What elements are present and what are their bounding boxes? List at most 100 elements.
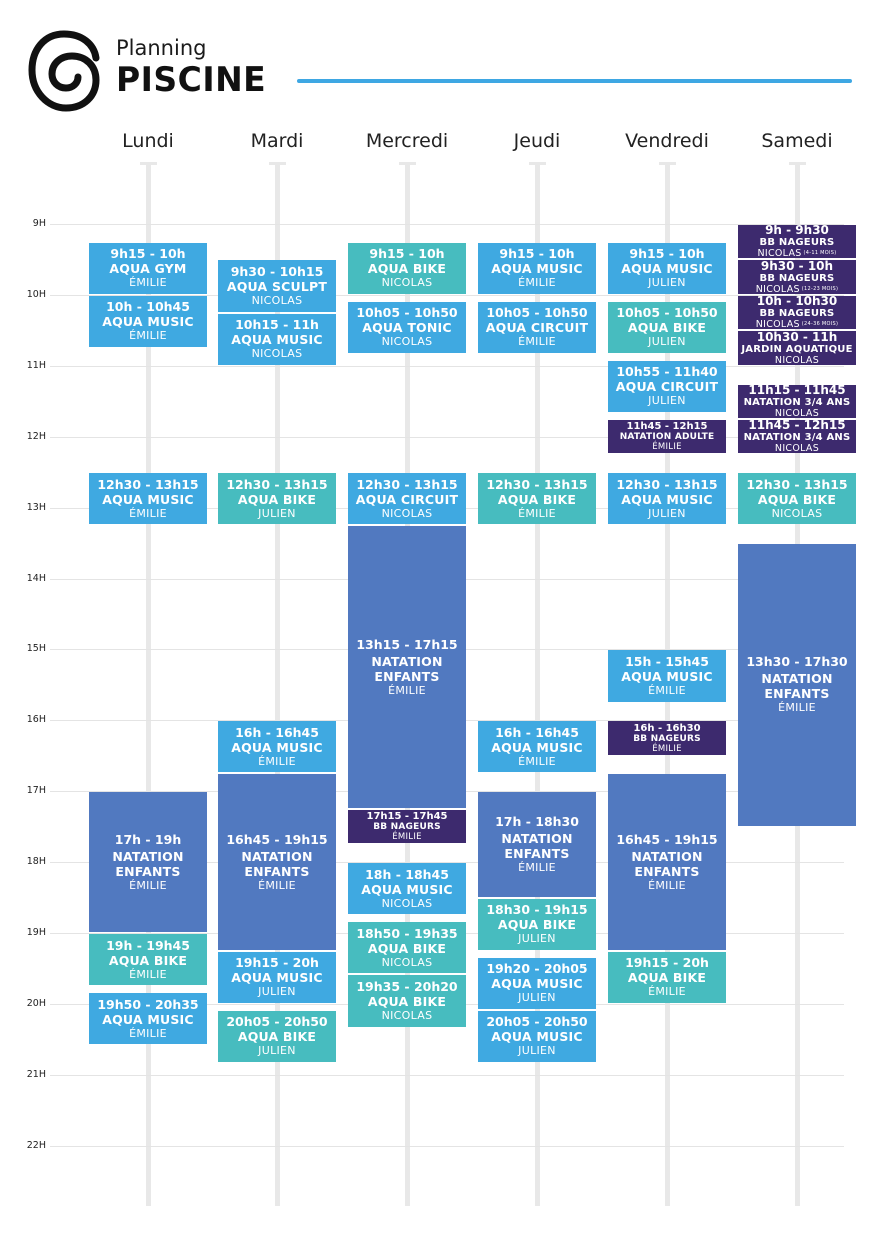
class-name: ENFANTS [244, 863, 310, 879]
coach-name: NICOLAS [381, 955, 433, 969]
class-time: 11h15 - 11h45 [748, 384, 846, 397]
coach-name: JULIEN [258, 506, 296, 520]
coach-name: NICOLAS [774, 354, 820, 365]
coach-name: ÉMILIE [518, 754, 556, 768]
day-column-cap [789, 162, 806, 165]
class-name: AQUA MUSIC [231, 970, 323, 986]
class-time: 16h - 16h45 [235, 724, 319, 740]
class-name: BB NAGEURS [759, 308, 835, 320]
class-name: BB NAGEURS [633, 733, 701, 744]
class-time: 12h30 - 13h15 [97, 476, 199, 492]
coach-name: NICOLAS [381, 276, 433, 290]
coach-name: NICOLAS [757, 248, 802, 259]
coach-name: NICOLAS [774, 407, 820, 418]
title-rule [297, 79, 852, 83]
class-name: BB NAGEURS [373, 822, 441, 833]
class-name: JARDIN AQUATIQUE [741, 343, 853, 355]
coach-name: ÉMILIE [652, 442, 682, 453]
class-name: AQUA BIKE [367, 261, 447, 277]
class-coach: JULIEN [648, 335, 686, 349]
class-time: 20h05 - 20h50 [226, 1014, 328, 1030]
class-time: 12h30 - 13h15 [616, 476, 718, 492]
coach-name: NICOLAS [755, 319, 800, 330]
class-name: ENFANTS [115, 863, 181, 879]
class-coach: NICOLAS [382, 276, 433, 290]
class-time: 18h - 18h45 [365, 866, 449, 882]
class-coach: ÉMILIE [648, 684, 686, 698]
class-coach: ÉMILIE [129, 879, 167, 893]
hour-label: 19H [26, 927, 46, 938]
class-name: ENFANTS [374, 668, 440, 684]
day-header-mardi: Mardi [250, 130, 304, 152]
class-coach: NICOLAS [252, 347, 303, 361]
hour-label: 11H [26, 359, 46, 371]
class-name: AQUA MUSIC [102, 1011, 194, 1027]
class-coach: ÉMILIE [129, 276, 167, 290]
class-name: NATATION [631, 848, 703, 864]
class-time: 16h45 - 19h15 [226, 831, 328, 847]
coach-name: ÉMILIE [129, 329, 167, 343]
class-time: 9h - 9h30 [765, 225, 829, 238]
hour-label: 12H [26, 430, 46, 442]
coach-name: ÉMILIE [648, 985, 686, 999]
class-coach: ÉMILIE [518, 276, 556, 290]
coach-name: JULIEN [258, 1044, 296, 1058]
class-coach: NICOLAS [382, 956, 433, 970]
coach-name: ÉMILIE [518, 276, 556, 290]
class-time: 19h35 - 20h20 [356, 978, 458, 994]
class-time: 12h30 - 13h15 [746, 476, 848, 492]
class-coach: NICOLAS [382, 335, 433, 349]
class-time: 9h30 - 10h15 [230, 264, 324, 280]
class-coach: ÉMILIE [652, 744, 682, 754]
class-name: AQUA BIKE [237, 1029, 317, 1045]
class-coach: JULIEN [648, 507, 686, 521]
class-name: AQUA MUSIC [491, 1029, 583, 1045]
